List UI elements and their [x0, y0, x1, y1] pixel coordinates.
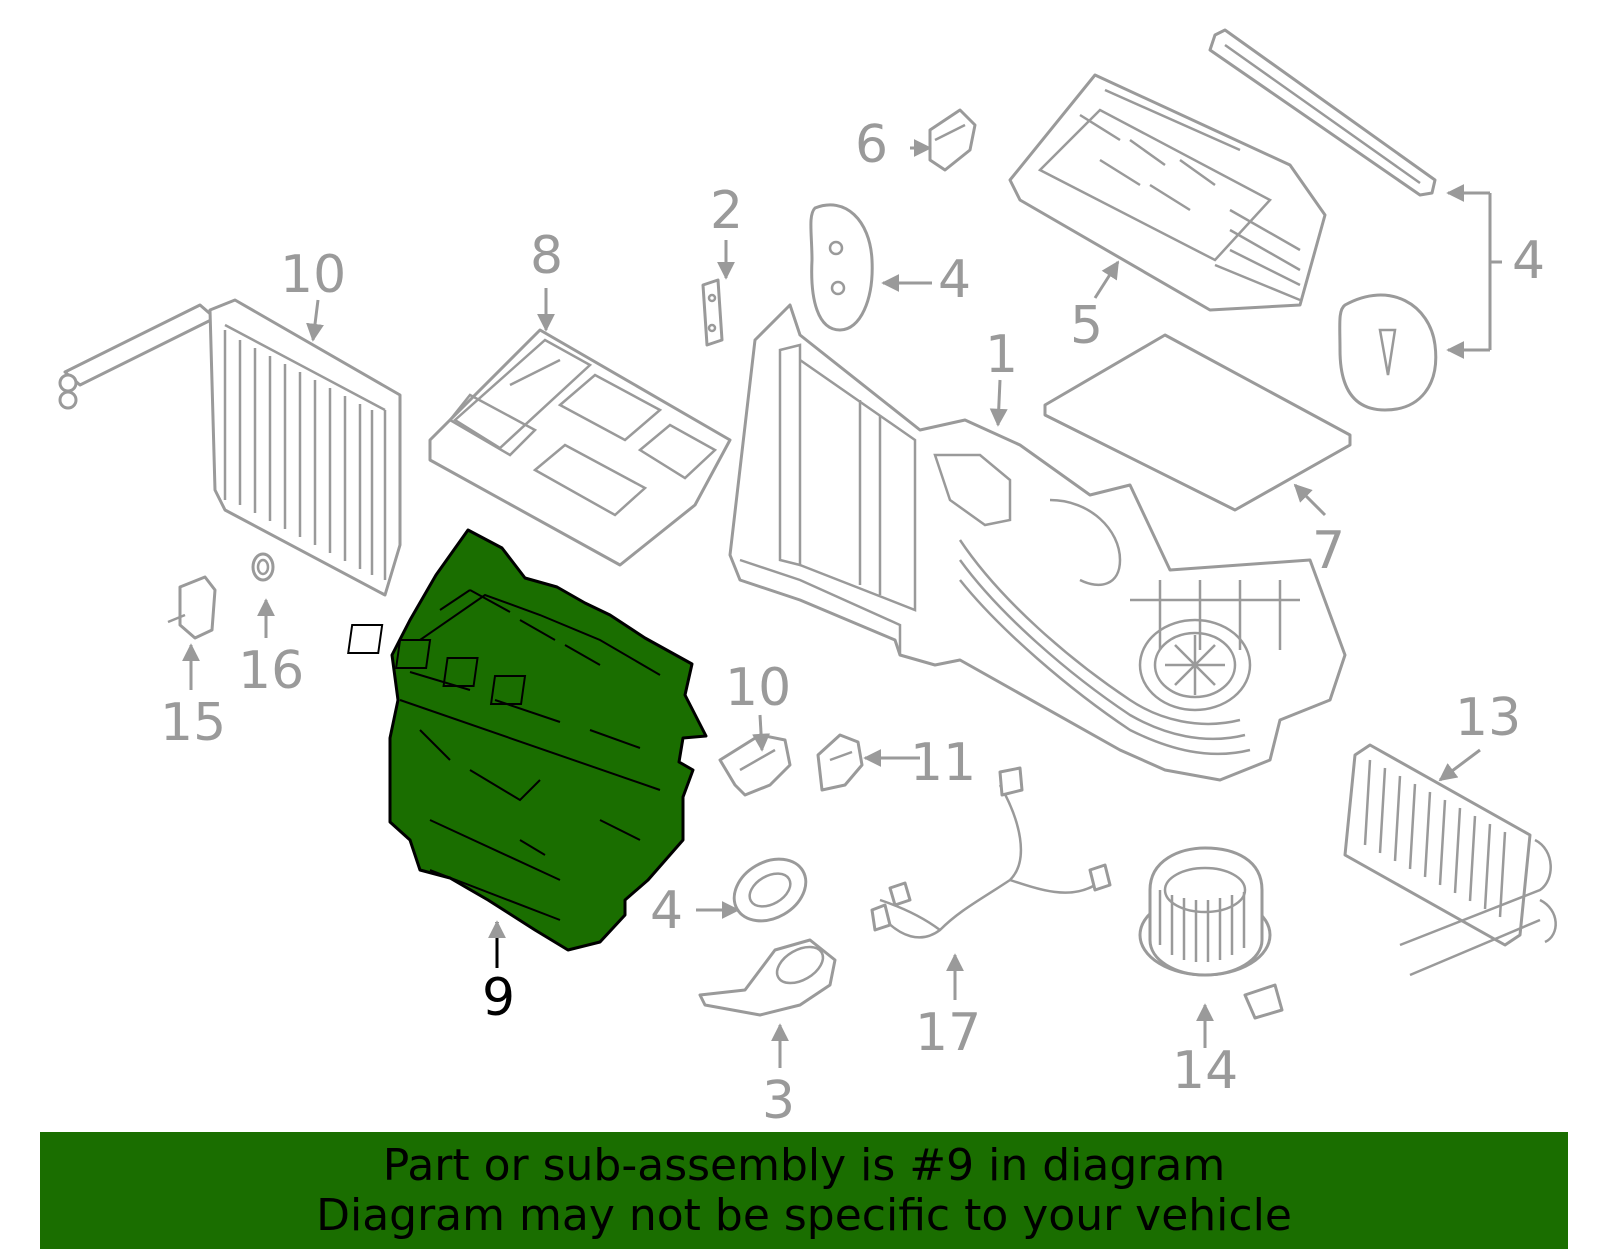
- part-5-upper-case: [1008, 73, 1327, 312]
- callout-6: 6: [855, 115, 888, 175]
- callout-4-top: 4: [938, 250, 971, 310]
- callout-10: 10: [725, 658, 791, 718]
- callout-1: 1: [985, 325, 1018, 385]
- part-10-actuator: [718, 733, 792, 797]
- callout-arrows: [182, 139, 1502, 1068]
- part-4-seal-long: [1208, 28, 1437, 197]
- part-14-blower-motor: [1138, 846, 1284, 1020]
- part-13-heater-core: [1343, 743, 1557, 977]
- callout-4-lower: 4: [650, 881, 683, 941]
- part-9-heater-case-highlighted: [347, 528, 708, 952]
- callout-4-right: 4: [1512, 231, 1545, 291]
- callout-3: 3: [762, 1071, 795, 1131]
- part-16-o-ring: [251, 552, 275, 582]
- callout-17: 17: [915, 1003, 981, 1063]
- part-4-seal-top: [809, 203, 874, 332]
- callout-15: 15: [160, 693, 226, 753]
- callout-9: 9: [482, 968, 515, 1028]
- part-8-housing-cover: [428, 328, 732, 567]
- part-4-seal-lower: [732, 857, 808, 923]
- part-6-actuator: [928, 108, 977, 172]
- callout-13: 13: [1455, 688, 1521, 748]
- part-2-bracket: [701, 278, 724, 347]
- part-15-expansion-valve: [167, 575, 217, 640]
- part-4-seal-round: [1338, 293, 1438, 412]
- callout-12: 10: [280, 245, 346, 305]
- part-17-wiring-harness: [870, 766, 1112, 939]
- part-3-duct-adapter: [698, 938, 837, 1017]
- callout-labels: 10 8 2 4 6 5 4 1 7 16 15 10 11 13 9 4 3 …: [160, 115, 1545, 1131]
- callout-14: 14: [1172, 1041, 1238, 1101]
- callout-11: 11: [910, 733, 976, 793]
- part-7-filter: [1043, 333, 1352, 512]
- part-1-hvac-case: [728, 303, 1347, 782]
- callout-2: 2: [710, 181, 743, 241]
- banner-line-1: Part or sub-assembly is #9 in diagram: [382, 1139, 1226, 1191]
- callout-7: 7: [1312, 521, 1345, 581]
- banner-line-2: Diagram may not be specific to your vehi…: [316, 1189, 1292, 1241]
- callout-8: 8: [530, 226, 563, 286]
- callout-16: 16: [238, 641, 304, 701]
- callout-5: 5: [1070, 296, 1103, 356]
- part-12-evaporator: [58, 298, 402, 597]
- notice-banner: Part or sub-assembly is #9 in diagram Di…: [40, 1132, 1568, 1249]
- part-11-actuator: [816, 733, 864, 792]
